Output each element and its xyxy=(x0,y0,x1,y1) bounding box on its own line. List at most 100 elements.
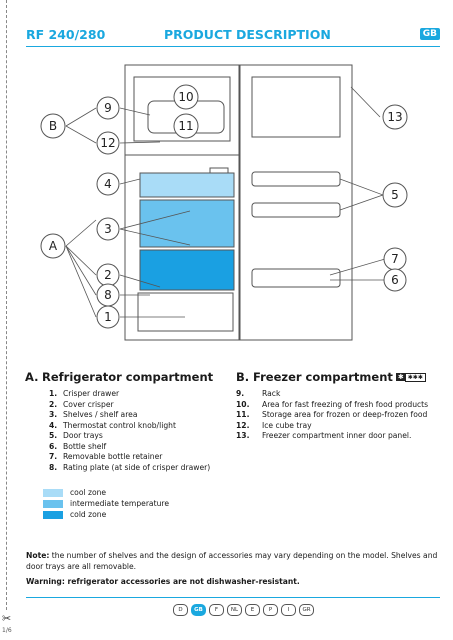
list-item: 3. Shelves / shelf area xyxy=(25,410,225,421)
callout-2: 2 xyxy=(104,268,112,282)
list-item: 5. Door trays xyxy=(25,431,225,442)
item-number: 3. xyxy=(49,410,58,419)
freezer-heading: B.Freezer compartment✱✱✱✱ xyxy=(236,370,446,384)
item-text: Bottle shelf xyxy=(63,441,107,451)
list-item: 6. Bottle shelf xyxy=(25,442,225,453)
language-chip-f[interactable]: F xyxy=(209,604,224,616)
model-number: RF 240/280 xyxy=(26,27,106,42)
list-item: 4.Thermostat control knob/light xyxy=(25,421,225,432)
item-number: 5. xyxy=(49,431,58,440)
item-number: 10. xyxy=(236,399,250,409)
item-text: Shelves / shelf area xyxy=(63,410,138,419)
language-badge: GB xyxy=(419,28,440,40)
freezer-inner xyxy=(133,76,231,142)
callout-12: 12 xyxy=(100,136,115,150)
freezer-door-panel xyxy=(251,76,341,138)
note-text: the number of shelves and the design of … xyxy=(26,551,438,571)
item-number: 1. xyxy=(49,389,58,398)
refrigerator-heading: A.Refrigerator compartment xyxy=(25,370,225,384)
intermediate-zone xyxy=(139,199,235,248)
item-text: Rack xyxy=(262,389,281,398)
item-text: Area for fast freezing of fresh food pro… xyxy=(262,399,429,409)
callout-bubbles xyxy=(40,84,408,329)
legend-label: cold zone xyxy=(70,510,107,519)
item-text: Cover crisper xyxy=(63,399,114,409)
refrigerator-section: A.Refrigerator compartment 1. Crisper dra… xyxy=(25,370,225,473)
list-item: 2. Cover crisper xyxy=(25,400,225,411)
language-chip-p[interactable]: P xyxy=(263,604,278,616)
warning-text: Warning: refrigerator accessories are no… xyxy=(26,577,300,586)
snowflake-icon: ✱ xyxy=(395,373,406,381)
item-text: Rating plate (at side of crisper drawer) xyxy=(63,462,211,472)
footer-rule xyxy=(26,597,440,598)
freezer-list: 9. Rack 10. Area for fast freezing of fres… xyxy=(236,389,446,442)
door-tray-upper xyxy=(251,171,341,187)
language-chip-gr[interactable]: GR xyxy=(299,604,314,616)
callout-13: 13 xyxy=(387,110,402,124)
freezer-letter: B. xyxy=(236,370,250,384)
callout-10: 10 xyxy=(178,90,193,104)
door-tray-lower xyxy=(251,202,341,218)
page-code: 1/6 xyxy=(2,627,12,634)
list-item: 11. Storage area for frozen or deep-froze… xyxy=(236,410,446,421)
cool-zone xyxy=(139,172,235,198)
language-selector: D GB F NL E P I GR xyxy=(173,604,314,616)
header-rule xyxy=(26,46,440,47)
language-chip-i[interactable]: I xyxy=(281,604,296,616)
callout-8: 8 xyxy=(104,288,112,302)
page-title: PRODUCT DESCRIPTION xyxy=(164,27,331,42)
callout-9: 9 xyxy=(104,101,112,115)
callout-4: 4 xyxy=(104,177,112,191)
cold-swatch xyxy=(43,511,63,519)
callout-7: 7 xyxy=(391,252,399,266)
language-chip-e[interactable]: E xyxy=(245,604,260,616)
item-number: 2. xyxy=(49,399,58,409)
callout-3: 3 xyxy=(104,222,112,236)
language-chip-d[interactable]: D xyxy=(173,604,188,616)
callout-1: 1 xyxy=(104,310,112,324)
callout-6: 6 xyxy=(391,273,399,287)
item-number: 6. xyxy=(49,441,58,451)
item-number: 12. xyxy=(236,420,250,430)
item-number: 11. xyxy=(236,410,250,419)
note-paragraph: Note: the number of shelves and the desi… xyxy=(26,551,440,572)
item-text: Crisper drawer xyxy=(63,389,120,398)
language-chip-nl[interactable]: NL xyxy=(227,604,242,616)
freezer-title: Freezer compartment xyxy=(253,370,393,384)
cool-swatch xyxy=(43,489,63,497)
list-item: 13.Freezer compartment inner door panel. xyxy=(236,431,446,442)
refrigerator-title: Refrigerator compartment xyxy=(42,370,214,384)
three-star-icon: ✱✱✱ xyxy=(404,373,426,382)
list-item: 1. Crisper drawer xyxy=(25,389,225,400)
cut-line xyxy=(6,0,7,610)
item-number: 7. xyxy=(49,452,58,461)
freezer-section: B.Freezer compartment✱✱✱✱ 9.Rack 10.Area… xyxy=(236,370,446,442)
door-outline xyxy=(239,64,353,341)
list-item: 8. Rating plate (at side of crisper drawe… xyxy=(25,463,225,474)
list-item: 7. Removable bottle retainer xyxy=(25,452,225,463)
item-number: 13. xyxy=(236,431,250,440)
cold-zone xyxy=(139,249,235,291)
thermostat-knob xyxy=(209,167,229,174)
legend-label: intermediate temperature xyxy=(70,499,170,508)
item-text: Removable bottle retainer xyxy=(63,452,163,461)
list-item: 12. Ice cube tray xyxy=(236,421,446,432)
group-label-b: B xyxy=(49,119,57,133)
intermediate-swatch xyxy=(43,500,63,508)
item-text: Thermostat control knob/light xyxy=(63,420,176,430)
item-text: Ice cube tray xyxy=(262,420,312,430)
note-label: Note: xyxy=(26,551,50,560)
scissors-icon: ✂ xyxy=(2,612,12,625)
item-text: Door trays xyxy=(63,431,103,440)
fridge-body-outline xyxy=(124,64,240,341)
item-number: 9. xyxy=(236,389,245,398)
leader-lines xyxy=(65,86,386,318)
item-text: Storage area for frozen or deep-frozen f… xyxy=(262,410,428,419)
list-item: 10. Area for fast freezing of fresh food … xyxy=(236,400,446,411)
language-chip-gb[interactable]: GB xyxy=(191,604,206,616)
legend-label: cool zone xyxy=(70,488,107,497)
refrigerator-letter: A. xyxy=(25,370,39,384)
refrigerator-list: 1. Crisper drawer 2. Cover crisper 3. Shelv… xyxy=(25,389,225,473)
item-number: 8. xyxy=(49,462,58,472)
callout-11: 11 xyxy=(178,119,193,133)
